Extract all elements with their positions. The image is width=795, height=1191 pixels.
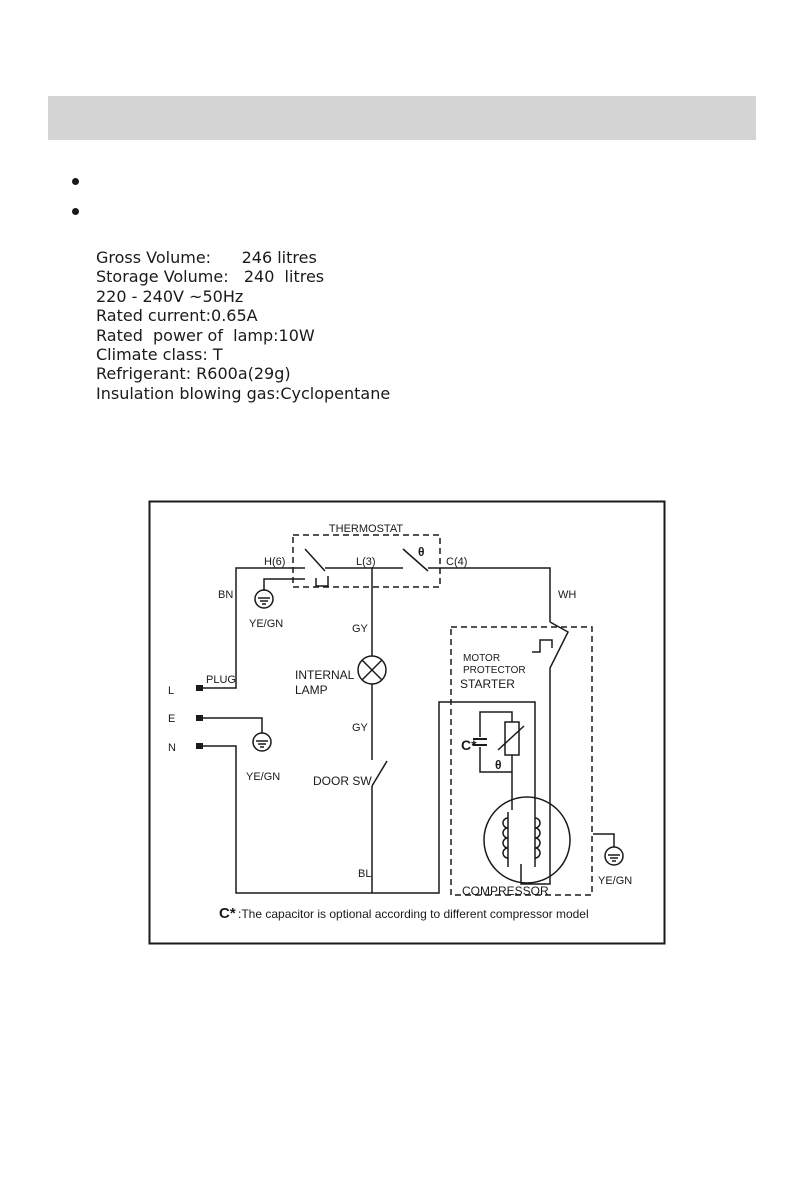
spec-storage-volume: Storage Volume: 240 litres <box>96 267 325 287</box>
terminal-n-label: N <box>168 742 176 754</box>
spec-voltage: 220 - 240V ~50Hz <box>96 286 244 306</box>
compressor-label: COMPRESSOR <box>462 884 549 898</box>
capacitor-label: C* <box>461 737 477 753</box>
terminal-l-label: L <box>168 685 174 697</box>
thermostat-box <box>292 534 441 588</box>
ground-icon <box>252 732 272 752</box>
terminal-l3-label: L(3) <box>356 556 376 568</box>
terminal-e-label: E <box>168 713 175 725</box>
plug-terminal-n <box>196 743 203 749</box>
wiring-diagram: THERMOSTAT H(6) L(3) C(4) θ <box>148 500 666 945</box>
ground-ye-gn-label: YE/GN <box>246 771 280 783</box>
starter-label: STARTER <box>460 677 515 691</box>
spec-refrigerant: Refrigerant: R600a(29g) <box>96 364 291 384</box>
plug-terminal-e <box>196 715 203 721</box>
door-switch-label: DOOR SW. <box>313 774 374 788</box>
footnote-text: :The capacitor is optional according to … <box>238 907 589 921</box>
ground-icon <box>604 846 624 866</box>
thermostat-theta: θ <box>418 545 425 559</box>
ground-ye-gn-label: YE/GN <box>598 875 632 887</box>
capacitor-symbol <box>473 738 487 746</box>
footnote-mark: C* <box>219 905 236 922</box>
terminal-h6-label: H(6) <box>264 556 285 568</box>
bullet-point <box>72 208 79 215</box>
starter-theta: θ <box>495 758 502 772</box>
plug-terminal-l <box>196 685 203 691</box>
compressor-box <box>450 626 593 896</box>
spec-lamp-power: Rated power of lamp:10W <box>96 325 315 345</box>
wire-bl-label: BL <box>358 868 371 880</box>
wire-bn-label: BN <box>218 589 233 601</box>
spec-list: Gross Volume: 246 litres Storage Volume:… <box>96 248 390 403</box>
wires <box>200 548 615 894</box>
spec-insulation-gas: Insulation blowing gas:Cyclopentane <box>96 383 391 403</box>
spec-rated-current: Rated current:0.65A <box>96 306 258 326</box>
terminal-c4-label: C(4) <box>446 556 467 568</box>
bullet-point <box>72 178 79 185</box>
internal-lamp-label-2: LAMP <box>295 683 328 697</box>
section-header-bar <box>48 96 756 140</box>
wire-gy-label-top: GY <box>352 623 369 635</box>
spec-climate-class: Climate class: T <box>96 345 223 365</box>
plug-label: PLUG <box>206 674 236 686</box>
wire-gy-label-bottom: GY <box>352 722 369 734</box>
spec-gross-volume: Gross Volume: 246 litres <box>96 248 317 267</box>
motor-label: MOTOR <box>463 653 500 664</box>
protector-label: PROTECTOR <box>463 665 526 676</box>
wire-wh-label: WH <box>558 589 576 601</box>
ground-icon <box>254 589 274 609</box>
lamp-icon <box>357 655 387 685</box>
internal-lamp-label-1: INTERNAL <box>295 668 355 682</box>
thermostat-label: THERMOSTAT <box>329 523 403 535</box>
ground-ye-gn-label: YE/GN <box>249 618 283 630</box>
diagram-frame <box>148 500 666 945</box>
